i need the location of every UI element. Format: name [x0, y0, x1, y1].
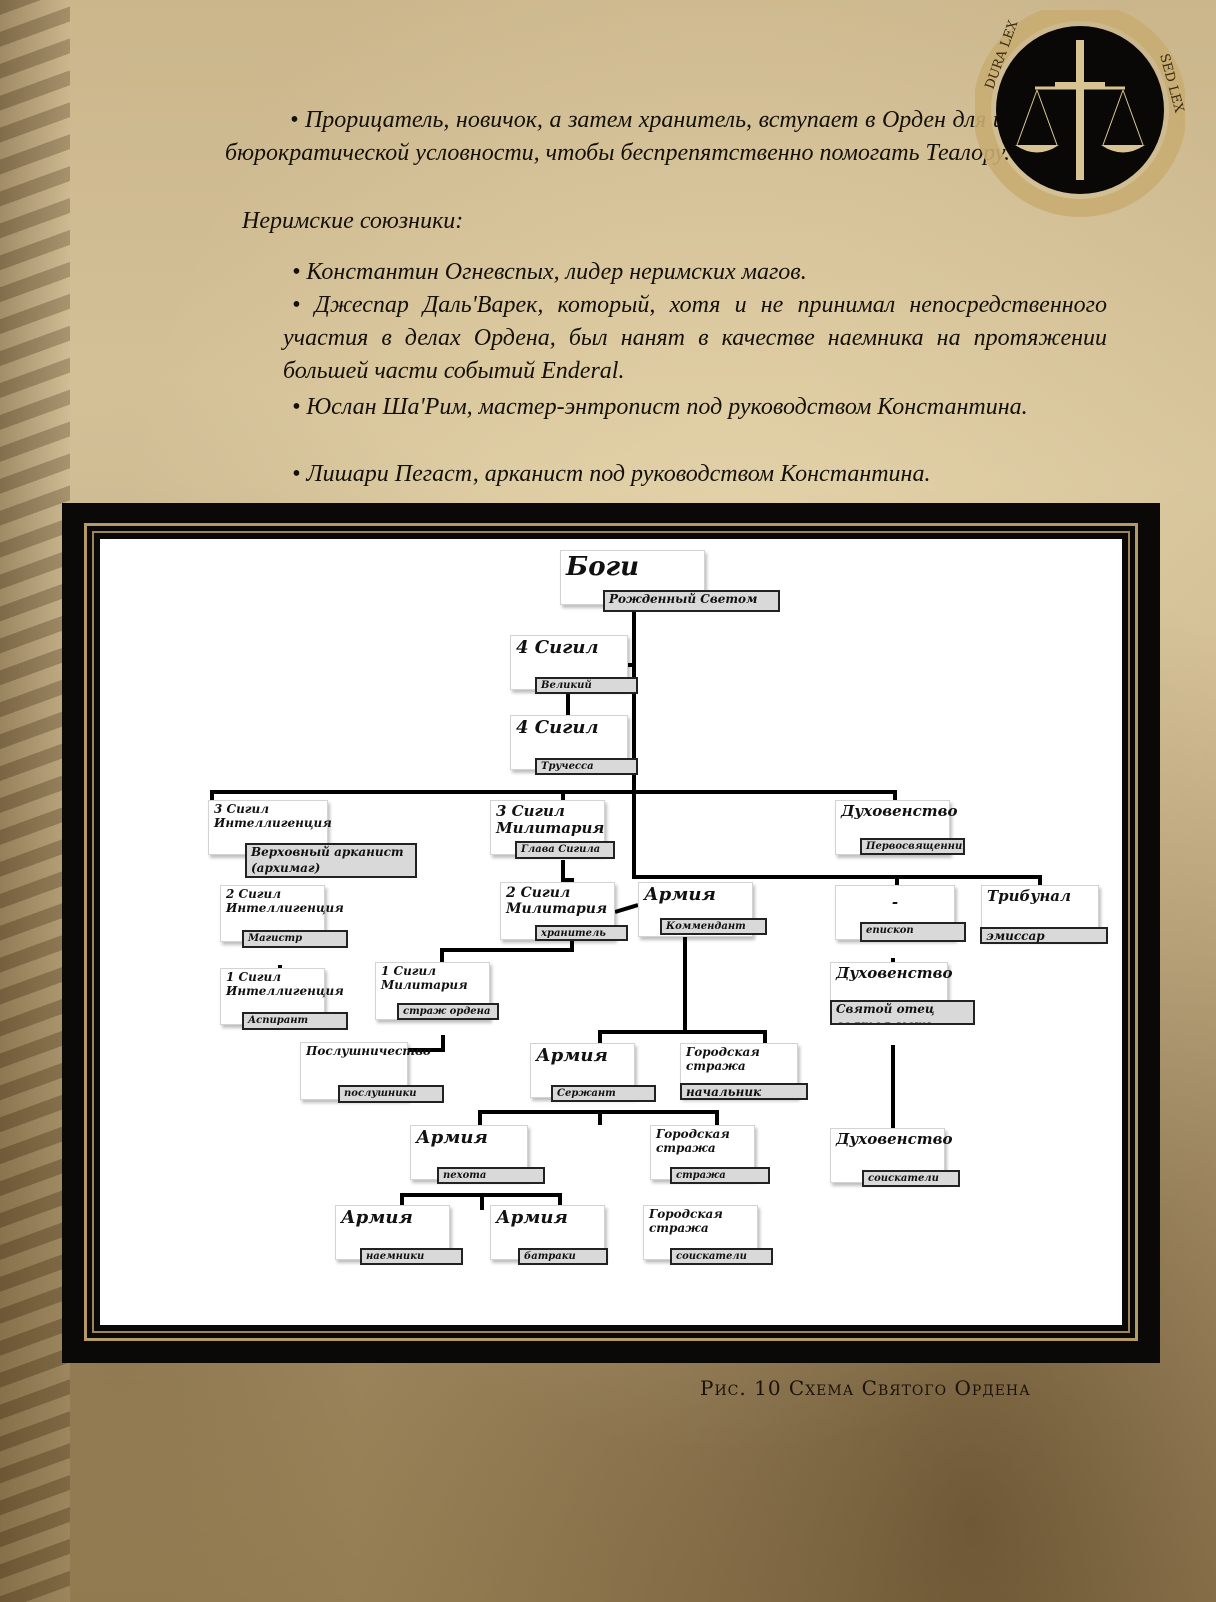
org-node-role-label: Тручесса [535, 758, 638, 775]
list-item-lishari: • Лишари Пегаст, арканист под руководств… [292, 461, 931, 487]
org-node-role-label: начальник стражи [680, 1083, 808, 1100]
org-node-role-label: пехота [437, 1167, 545, 1184]
org-node-role-label: Первосвященник [860, 838, 965, 855]
org-node-role-label: наемники [360, 1248, 463, 1265]
org-node-role-label: послушники [338, 1085, 444, 1103]
list-item-yuslan: • Юслан Ша'Рим, мастер-энтропист под рук… [292, 394, 1028, 420]
org-node-role-label: соискатели [862, 1170, 960, 1187]
org-node-role-label: стража [670, 1167, 770, 1184]
org-node-role-label: Верховный арканист (архимаг) [245, 843, 417, 878]
diagram-frame-gold-line [84, 523, 1138, 1341]
org-node-role-label: батраки [518, 1248, 608, 1265]
org-node-role-label: епископ [860, 922, 966, 942]
org-node-role-label: страж ордена [397, 1003, 499, 1020]
figure-caption: Рис. 10 Схема Святого Ордена [700, 1376, 1031, 1400]
paragraph-seer: • Прорицатель, новичок, а затем хранител… [225, 107, 1107, 166]
dura-lex-emblem: DURA LEX SED LEX [975, 10, 1185, 217]
list-item-konstantin: • Константин Огневспых, лидер неримских … [292, 259, 807, 285]
org-node-role-label: Магистр арканист [242, 930, 348, 948]
heading-nerim-allies: Неримские союзники: [242, 208, 464, 234]
org-node-role-label: Святой отец святая мать [830, 1000, 975, 1025]
diagram-frame-gold-line-inner [92, 531, 1130, 1333]
org-node-role-label: Рожденный Светом Милфис [603, 590, 780, 612]
org-node-role-label: Глава Сигила [515, 841, 615, 859]
org-node-role-label: соискатели [670, 1248, 773, 1265]
org-node-role-label: Аспирант [242, 1012, 348, 1030]
list-item-jespar: • Джеспар Даль'Варек, который, хотя и не… [283, 292, 1107, 384]
decorative-left-border [0, 0, 70, 1602]
org-node-role-label: Великий Магистр [535, 677, 638, 694]
org-node-role-label: Сержант [551, 1085, 656, 1102]
org-node-role-label: Коммендант [660, 918, 767, 935]
org-node-role-label: хранитель стяга [535, 925, 628, 941]
org-node-role-label: эмиссар [980, 927, 1108, 944]
